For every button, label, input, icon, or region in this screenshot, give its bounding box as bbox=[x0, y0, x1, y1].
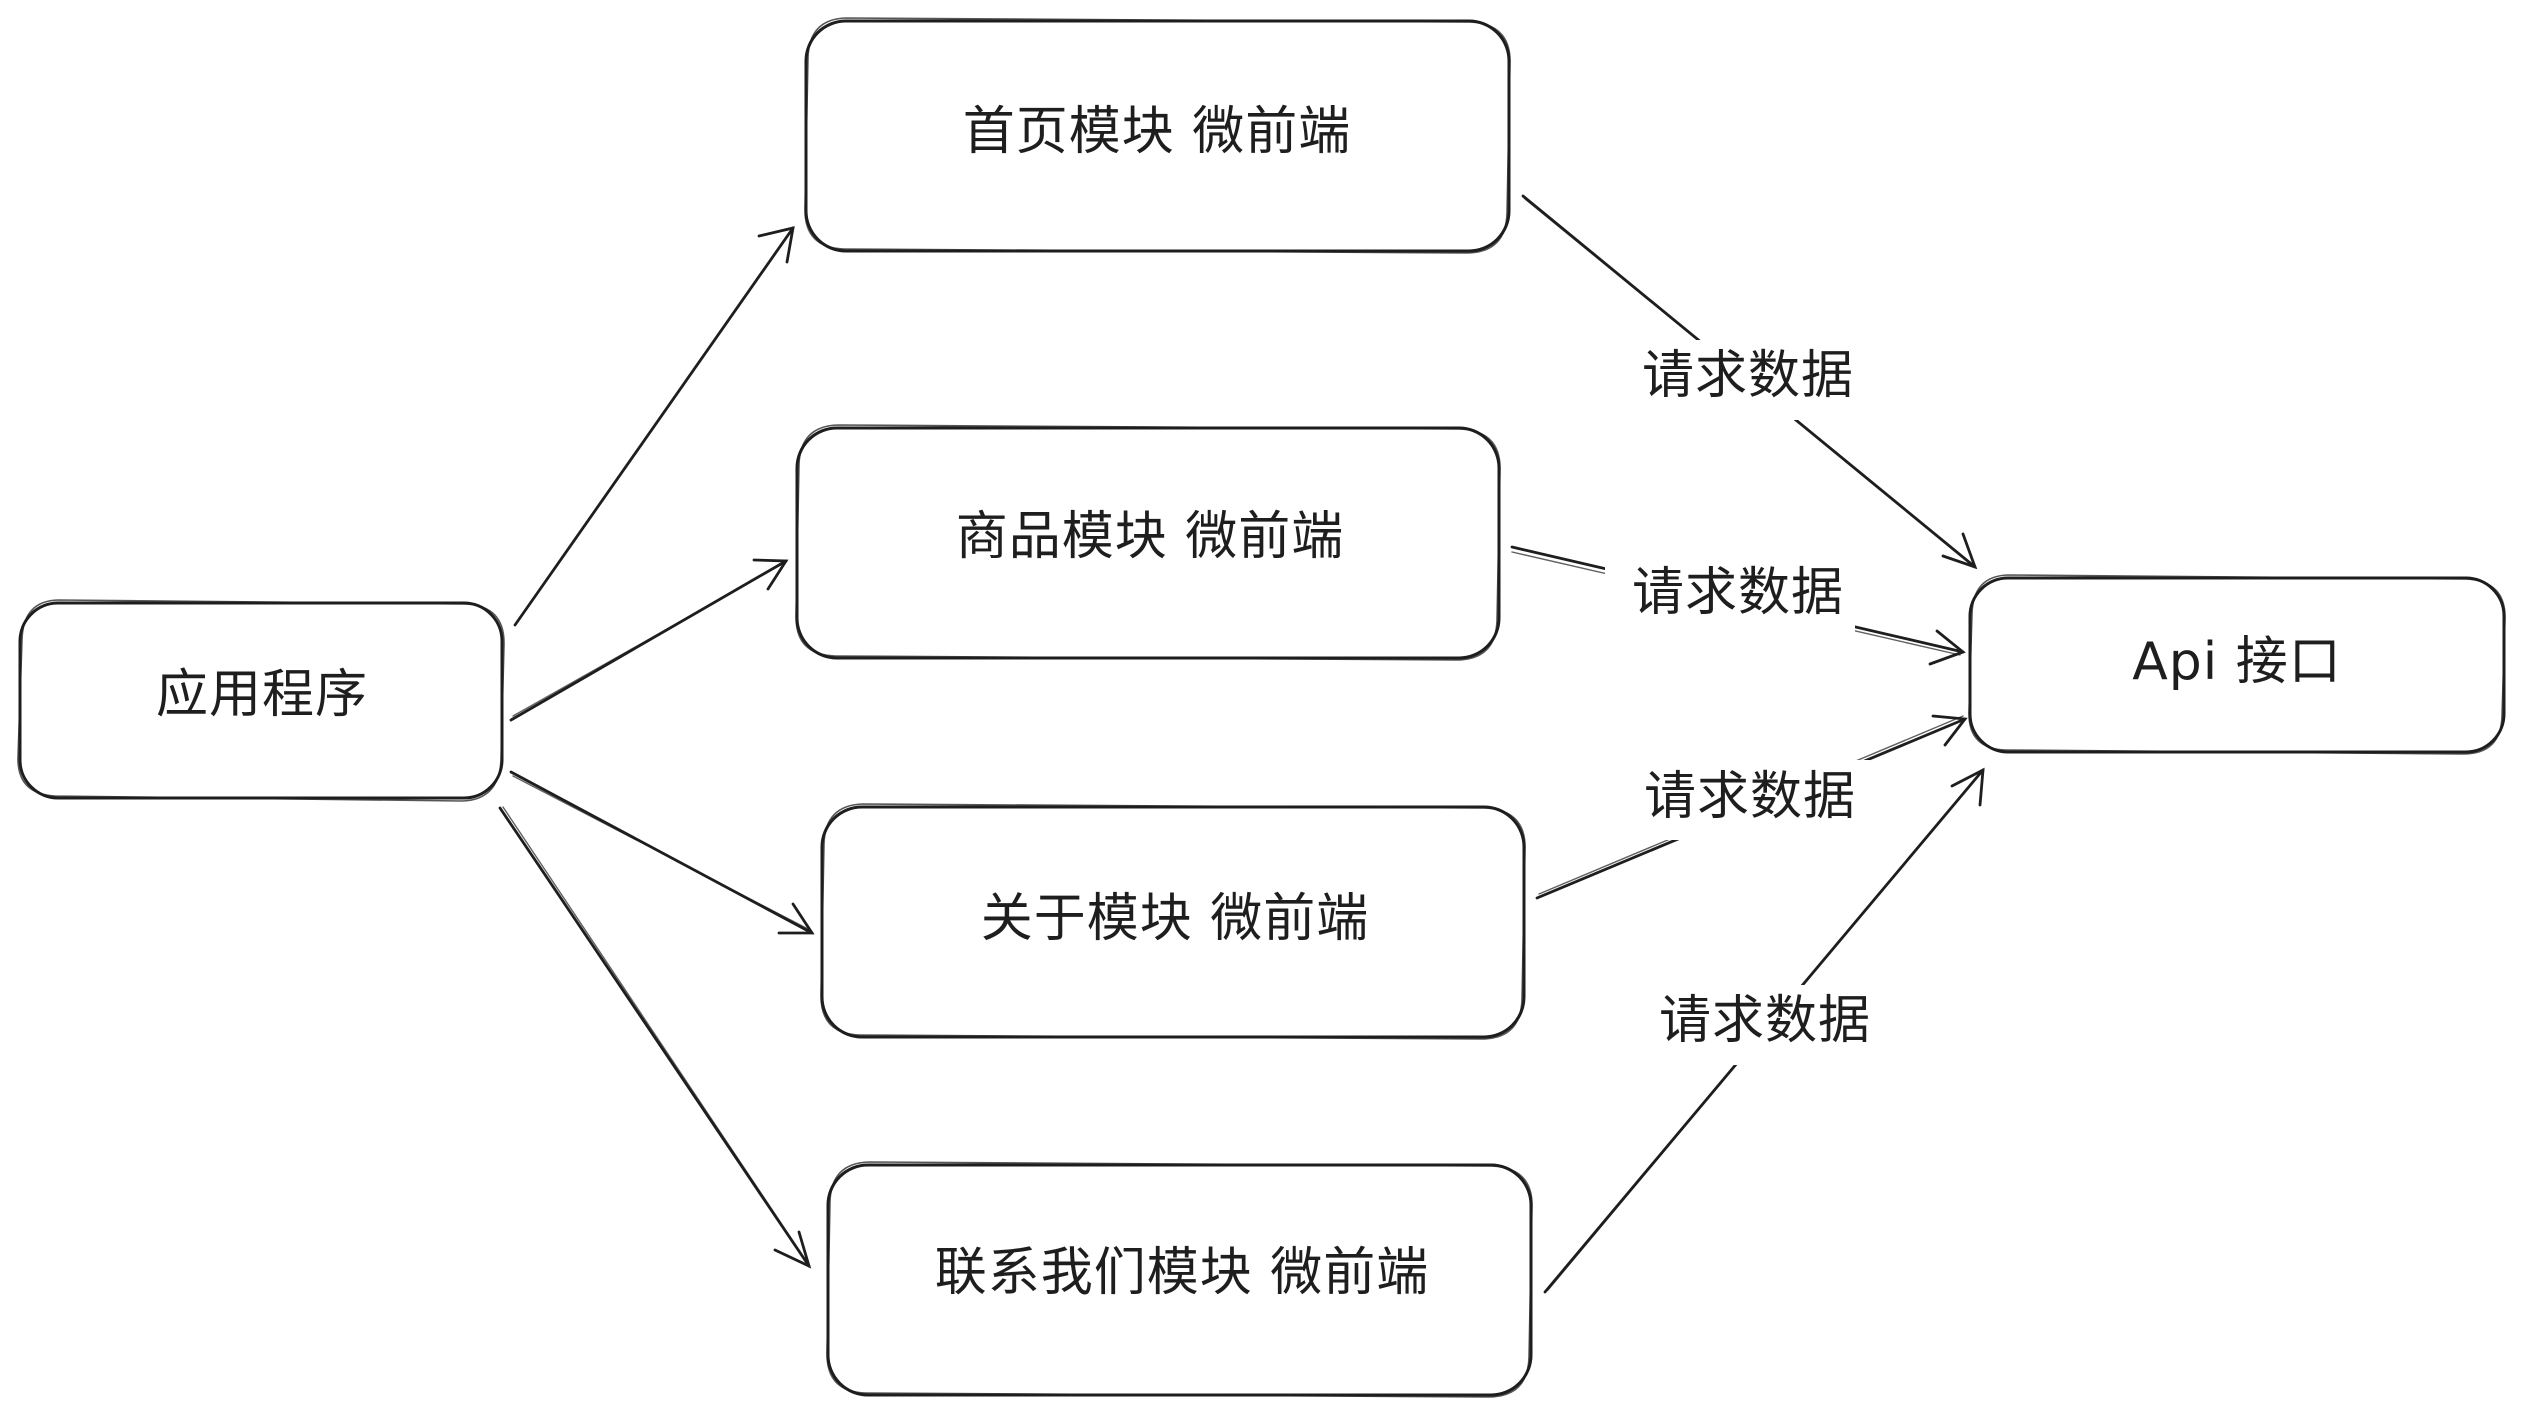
node-app[interactable]: 应用程序 bbox=[17, 599, 505, 802]
node-label-app: 应用程序 bbox=[156, 665, 368, 725]
arrowhead-api-4 bbox=[1950, 767, 1985, 807]
arrowhead-contact bbox=[773, 1230, 812, 1269]
edge-label-about-to-api: 请求数据 bbox=[1644, 767, 1856, 827]
node-label-about: 关于模块 微前端 bbox=[981, 889, 1370, 949]
node-label-contact: 联系我们模块 微前端 bbox=[935, 1243, 1430, 1303]
edge-label-home-to-api: 请求数据 bbox=[1642, 346, 1854, 406]
node-goods[interactable]: 商品模块 微前端 bbox=[795, 424, 1501, 661]
node-home[interactable]: 首页模块 微前端 bbox=[804, 17, 1511, 254]
edge-goods-to-api: 请求数据 bbox=[1510, 545, 1966, 666]
edge-app-to-contact bbox=[498, 806, 812, 1269]
arrowhead-about bbox=[777, 902, 815, 935]
edge-about-to-api: 请求数据 bbox=[1535, 714, 1968, 900]
edge-label-goods-to-api: 请求数据 bbox=[1632, 563, 1844, 623]
arrowhead-home bbox=[757, 226, 795, 264]
node-label-goods: 商品模块 微前端 bbox=[956, 507, 1345, 567]
edge-app-to-about bbox=[509, 770, 815, 935]
node-label-home: 首页模块 微前端 bbox=[963, 102, 1352, 162]
arrowhead-api-1 bbox=[1941, 532, 1978, 570]
edge-app-to-goods bbox=[509, 558, 789, 722]
node-contact[interactable]: 联系我们模块 微前端 bbox=[826, 1161, 1533, 1398]
arrowhead-goods bbox=[752, 558, 789, 591]
node-about[interactable]: 关于模块 微前端 bbox=[820, 803, 1526, 1040]
arrowhead-api-2 bbox=[1928, 629, 1966, 666]
edge-home-to-api: 请求数据 bbox=[1521, 194, 1978, 570]
node-api[interactable]: Api 接口 bbox=[1968, 574, 2506, 755]
edge-app-to-home bbox=[513, 226, 795, 627]
edge-label-contact-to-api: 请求数据 bbox=[1659, 991, 1871, 1051]
node-label-api: Api 接口 bbox=[2132, 632, 2342, 692]
edge-contact-to-api: 请求数据 bbox=[1543, 767, 1985, 1294]
arrowhead-api-3 bbox=[1931, 714, 1968, 747]
